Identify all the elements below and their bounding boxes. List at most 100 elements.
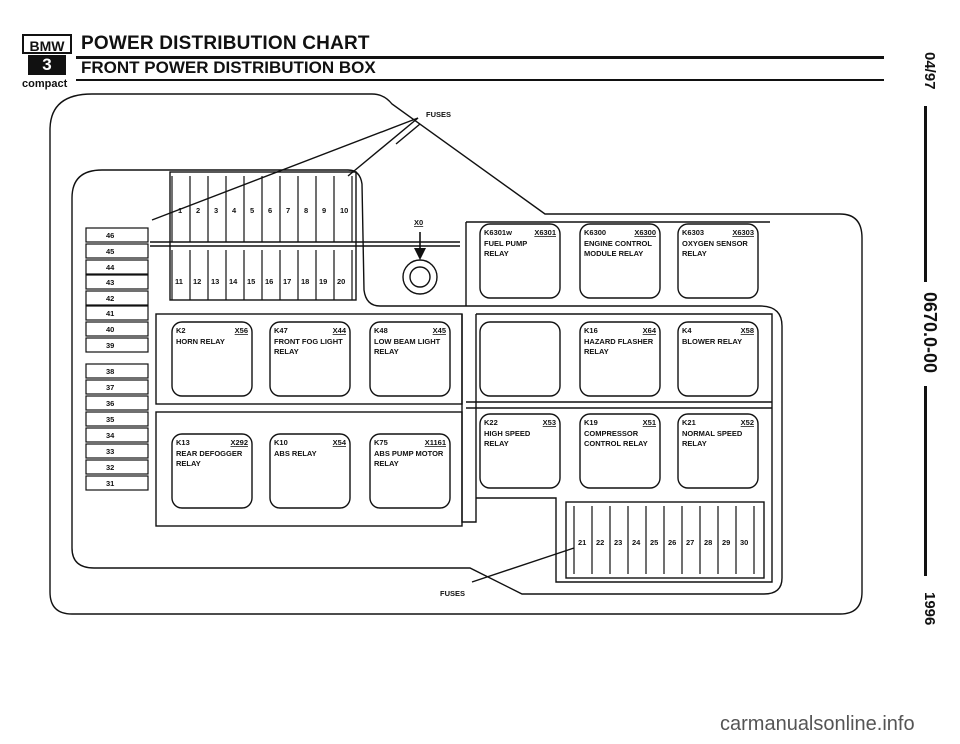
fuse-number: 36 (106, 399, 114, 408)
relay-name: RELAY (682, 249, 707, 258)
relay-id: K2 (176, 326, 186, 335)
fuse-number: 37 (106, 383, 114, 392)
relay-connector: X64 (643, 326, 657, 335)
relay-connector: X292 (230, 438, 248, 447)
fuse-number: 45 (106, 247, 114, 256)
fuse-number: 27 (686, 538, 694, 547)
fuse-number: 28 (704, 538, 712, 547)
relay-id: K47 (274, 326, 288, 335)
relay-name: NORMAL SPEED (682, 429, 743, 438)
relay-connector: X6303 (732, 228, 754, 237)
relay-box (171, 433, 253, 509)
relay-box (269, 321, 351, 397)
relay-id: K10 (274, 438, 288, 447)
fuse-number: 6 (268, 206, 272, 215)
fuse-slot (85, 259, 149, 275)
fuse-slot (85, 274, 149, 290)
relay-box (677, 321, 759, 397)
relay-box (171, 321, 253, 397)
relay-connector: X51 (643, 418, 656, 427)
relay-name: HAZARD FLASHER (584, 337, 654, 346)
fuse-number: 15 (247, 277, 255, 286)
fuse-number: 4 (232, 206, 237, 215)
sidebar-line (924, 386, 927, 576)
relay-connector: X44 (333, 326, 347, 335)
watermark: carmanualsonline.info (720, 713, 915, 735)
fuse-number: 21 (578, 538, 586, 547)
lower-row-frame (155, 411, 463, 527)
ground-arrow-head (414, 248, 426, 260)
ground-stud-inner (409, 266, 431, 288)
fuse-slot (85, 395, 149, 411)
fuse-slot (85, 459, 149, 475)
fuse-slot (85, 475, 149, 491)
relay-connector: X1161 (425, 438, 446, 447)
relay-connector: X45 (433, 326, 446, 335)
relay-name: FUEL PUMP (484, 239, 527, 248)
relay-name: RELAY (584, 347, 609, 356)
fuse-slot (85, 290, 149, 306)
relay-box (479, 413, 561, 489)
relay-name: MODULE RELAY (584, 249, 643, 258)
relay-name: FRONT FOG LIGHT (274, 337, 343, 346)
fuse-slot (85, 379, 149, 395)
fuse-number: 3 (214, 206, 218, 215)
fuse-number: 43 (106, 278, 114, 287)
fuses-top-label: FUSES (426, 110, 451, 119)
fuse-slot (85, 321, 149, 337)
relay-id: K75 (374, 438, 388, 447)
relay-box (369, 433, 451, 509)
fuse-leader-line (151, 117, 419, 221)
fuse-number: 32 (106, 463, 114, 472)
fuse-number: 2 (196, 206, 200, 215)
relay-name: HORN RELAY (176, 337, 225, 346)
fuse-strip-bottom (565, 501, 765, 579)
relay-name: OXYGEN SENSOR (682, 239, 748, 248)
relay-connector: X58 (741, 326, 754, 335)
fuse-number: 7 (286, 206, 290, 215)
relay-name: LOW BEAM LIGHT (374, 337, 441, 346)
fuse-slot (85, 427, 149, 443)
fuse-number: 20 (337, 277, 345, 286)
fuse-slot (85, 443, 149, 459)
relay-id: K48 (374, 326, 388, 335)
relay-connector: X6300 (634, 228, 656, 237)
fuse-number: 10 (340, 206, 348, 215)
relay-box (579, 223, 661, 299)
fuse-number: 34 (106, 431, 115, 440)
fuse-leader-line (395, 123, 421, 145)
fuse-number: 35 (106, 415, 114, 424)
relay-name: ABS PUMP MOTOR (374, 449, 444, 458)
logo-number: 3 (28, 55, 66, 75)
fuse-number: 24 (632, 538, 641, 547)
relay-name: ENGINE CONTROL (584, 239, 652, 248)
relay-connector: X53 (543, 418, 556, 427)
relay-name: COMPRESSOR (584, 429, 639, 438)
fuses-bottom-label: FUSES (440, 589, 465, 598)
relay-connector: X52 (741, 418, 754, 427)
relay-box (677, 413, 759, 489)
fuse-number: 18 (301, 277, 309, 286)
ground-label: X0 (414, 218, 423, 227)
fuse-number: 12 (193, 277, 201, 286)
relay-box (269, 433, 351, 509)
relay-id: K21 (682, 418, 696, 427)
fuse-number: 23 (614, 538, 622, 547)
fuse-number: 31 (106, 479, 114, 488)
relay-id: K19 (584, 418, 598, 427)
bmw-logo: BMW 3 (22, 34, 74, 78)
fuse-number: 22 (596, 538, 604, 547)
relay-name: RELAY (374, 459, 399, 468)
relay-name: RELAY (682, 439, 707, 448)
fuse-number: 41 (106, 309, 114, 318)
inner-frame (71, 169, 783, 595)
relay-box (479, 321, 561, 397)
